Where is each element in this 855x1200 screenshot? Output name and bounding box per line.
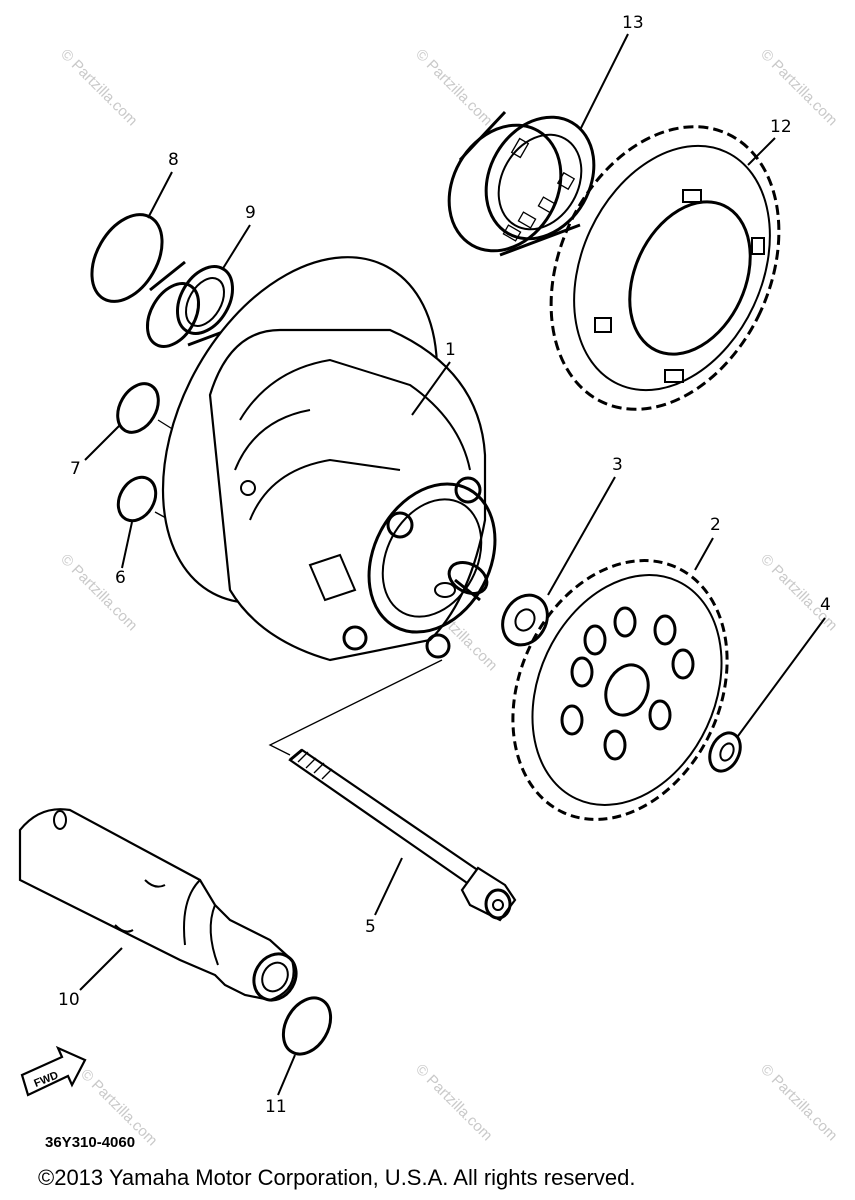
leader-9 — [221, 224, 251, 271]
part-5-bolt — [288, 748, 517, 922]
callout-8: 8 — [168, 150, 179, 170]
callout-6: 6 — [115, 568, 126, 588]
fwd-arrow-icon: FWD — [20, 1045, 87, 1097]
copyright-notice: ©2013 Yamaha Motor Corporation, U.S.A. A… — [38, 1165, 635, 1190]
part-4-circlip — [708, 731, 742, 773]
leader-4 — [737, 617, 826, 737]
watermark: © Partzilla.com — [757, 1061, 840, 1144]
callout-10: 10 — [58, 990, 80, 1010]
callout-1: 1 — [445, 340, 456, 360]
part-6-o-ring — [116, 475, 158, 523]
callout-9: 9 — [245, 203, 256, 223]
watermark: © Partzilla.com — [412, 1061, 495, 1144]
callout-2: 2 — [710, 515, 721, 535]
part-13-bearing — [447, 110, 596, 257]
watermark: © Partzilla.com — [757, 551, 840, 634]
leader-2 — [694, 537, 714, 571]
watermark: © Partzilla.com — [412, 46, 495, 129]
leader-13 — [579, 33, 629, 131]
part-10-shaft — [18, 808, 298, 1002]
part-12-gear-plate — [549, 125, 781, 411]
leader-3 — [547, 476, 616, 596]
watermark: © Partzilla.com — [57, 46, 140, 129]
callout-5: 5 — [365, 917, 376, 937]
leader-8 — [147, 171, 173, 219]
leader-5 — [374, 857, 403, 916]
callout-7: 7 — [70, 459, 81, 479]
part-7-o-ring — [116, 382, 160, 434]
part-8-o-ring — [90, 213, 164, 303]
leader-6 — [121, 521, 133, 569]
part-3-washer — [501, 593, 549, 647]
callout-13: 13 — [622, 13, 644, 33]
watermark: © Partzilla.com — [57, 551, 140, 634]
leader-1 — [411, 361, 451, 416]
part-2-gear — [511, 559, 729, 821]
callout-12: 12 — [770, 117, 792, 137]
callout-4: 4 — [820, 595, 831, 615]
callout-11: 11 — [265, 1097, 287, 1117]
leader-11 — [277, 1054, 296, 1096]
callout-3: 3 — [612, 455, 623, 475]
leader-10 — [79, 947, 123, 991]
part-11-o-ring — [281, 996, 333, 1056]
leader-12 — [747, 137, 776, 166]
leader-7 — [84, 424, 121, 461]
part-1-housing — [161, 256, 497, 662]
diagram-code: 36Y310-4060 — [45, 1134, 135, 1151]
